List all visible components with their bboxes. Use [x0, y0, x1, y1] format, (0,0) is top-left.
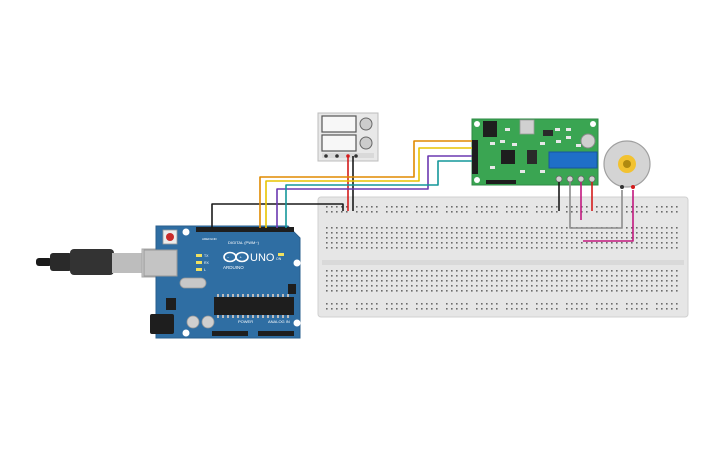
digital-label: DIGITAL (PWM~)	[228, 240, 260, 245]
analog-header[interactable]	[258, 331, 294, 336]
microcontroller-chip	[214, 297, 294, 315]
brand-label: ARDUINO	[223, 265, 244, 270]
led-l-label: L	[204, 268, 206, 272]
aref-label: AREF	[202, 237, 210, 241]
wire-motor-magenta	[583, 190, 634, 242]
on-label: ON	[276, 257, 282, 261]
svg-text:+: +	[240, 255, 243, 260]
wire-signal-yellow	[265, 147, 472, 228]
breadboard	[317, 196, 689, 318]
wire-signal-teal	[285, 160, 472, 228]
wire-signal-purple	[276, 155, 472, 228]
led-rx-label: RX	[204, 261, 210, 265]
driver-smd-parts	[490, 128, 581, 173]
model-label: UNO	[250, 252, 275, 264]
arduino-logo: − +	[223, 251, 249, 263]
wire-driver-gray	[569, 182, 623, 229]
chip-pins	[217, 294, 289, 318]
breadboard-holes	[326, 206, 678, 310]
analog-label: ANALOG IN	[268, 319, 290, 324]
led-tx-label: TX	[204, 254, 209, 258]
power-header[interactable]	[212, 331, 248, 336]
svg-text:−: −	[227, 255, 230, 260]
wire-signal-orange	[259, 140, 472, 228]
gnd-label: GND	[210, 237, 218, 241]
digital-header[interactable]	[196, 227, 294, 232]
dc-motor	[603, 140, 651, 189]
motor-driver-board	[471, 118, 599, 186]
wires	[211, 140, 634, 242]
power-label: POWER	[238, 319, 253, 324]
relay-module	[317, 112, 379, 162]
arduino-uno-board: TX RX L ON − + UNO ARDUINO DIGITAL (PWM~…	[143, 225, 301, 339]
